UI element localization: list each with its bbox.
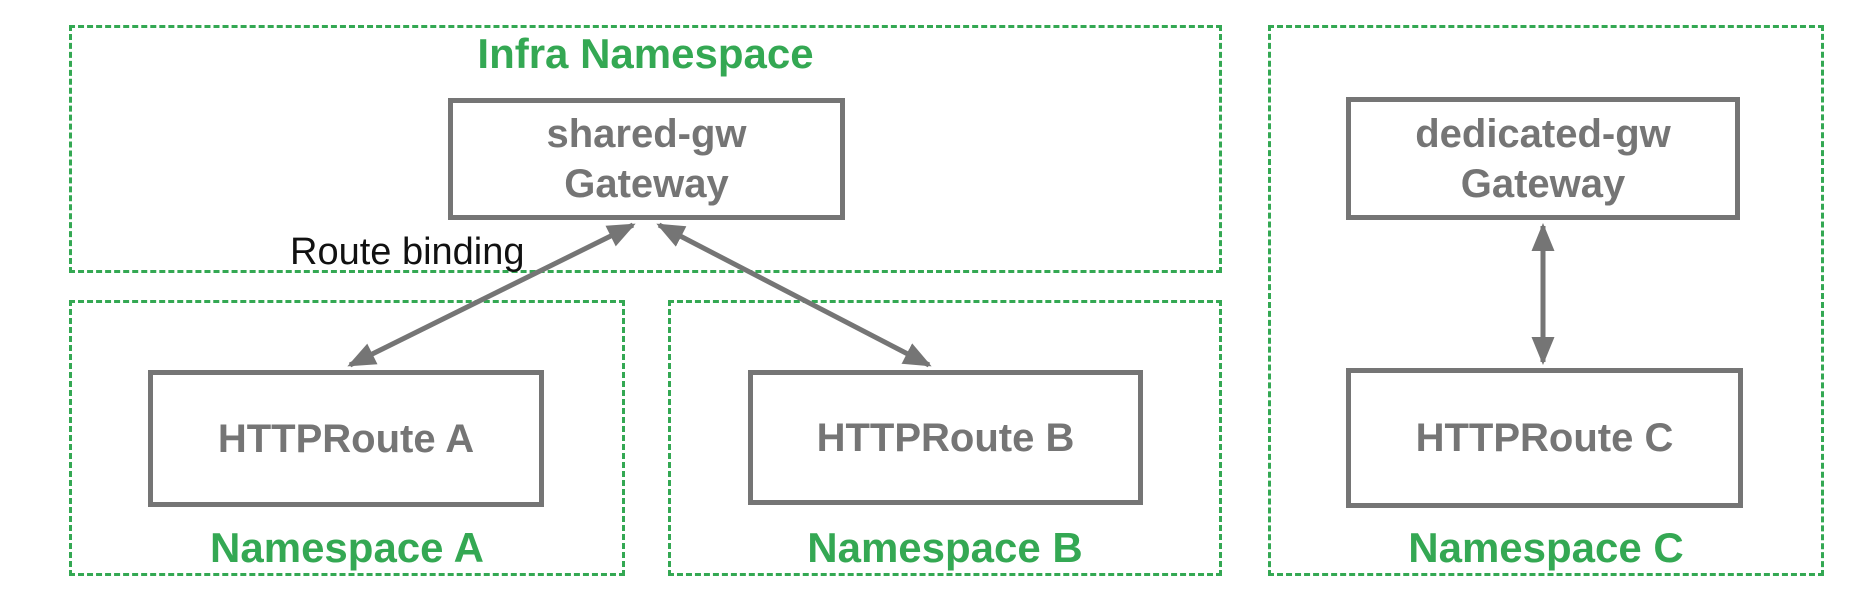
namespace-a-label: Namespace A xyxy=(210,524,484,571)
httproute-a-label: HTTPRoute A xyxy=(217,416,475,461)
namespace-c-label: Namespace C xyxy=(1408,524,1684,571)
shared-gw-name-line: shared-gw xyxy=(546,112,747,156)
httproute-b-label: HTTPRoute B xyxy=(816,415,1075,460)
httproute-a-node: HTTPRoute A xyxy=(148,370,544,507)
namespace-a-container: Namespace A xyxy=(69,300,625,576)
dedicated-gw-type-line: Gateway xyxy=(1460,161,1626,206)
namespace-c-container: Namespace C xyxy=(1268,25,1824,576)
infra-namespace-label: Infra Namespace xyxy=(477,30,814,77)
shared-gw-type-line: Gateway xyxy=(564,162,729,206)
dedicated-gw-gateway-node: dedicated-gw Gateway xyxy=(1346,97,1740,220)
httproute-b-node: HTTPRoute B xyxy=(748,370,1143,505)
namespace-b-container: Namespace B xyxy=(668,300,1222,576)
httproute-c-label: HTTPRoute C xyxy=(1415,416,1674,460)
httproute-c-node: HTTPRoute C xyxy=(1346,368,1743,508)
route-binding-label: Route binding xyxy=(290,231,525,273)
infra-namespace-container: Infra Namespace xyxy=(69,25,1222,273)
shared-gw-gateway-node: shared-gw Gateway xyxy=(448,98,845,220)
dedicated-gw-name-line: dedicated-gw xyxy=(1415,111,1671,156)
namespace-b-label: Namespace B xyxy=(807,524,1083,571)
